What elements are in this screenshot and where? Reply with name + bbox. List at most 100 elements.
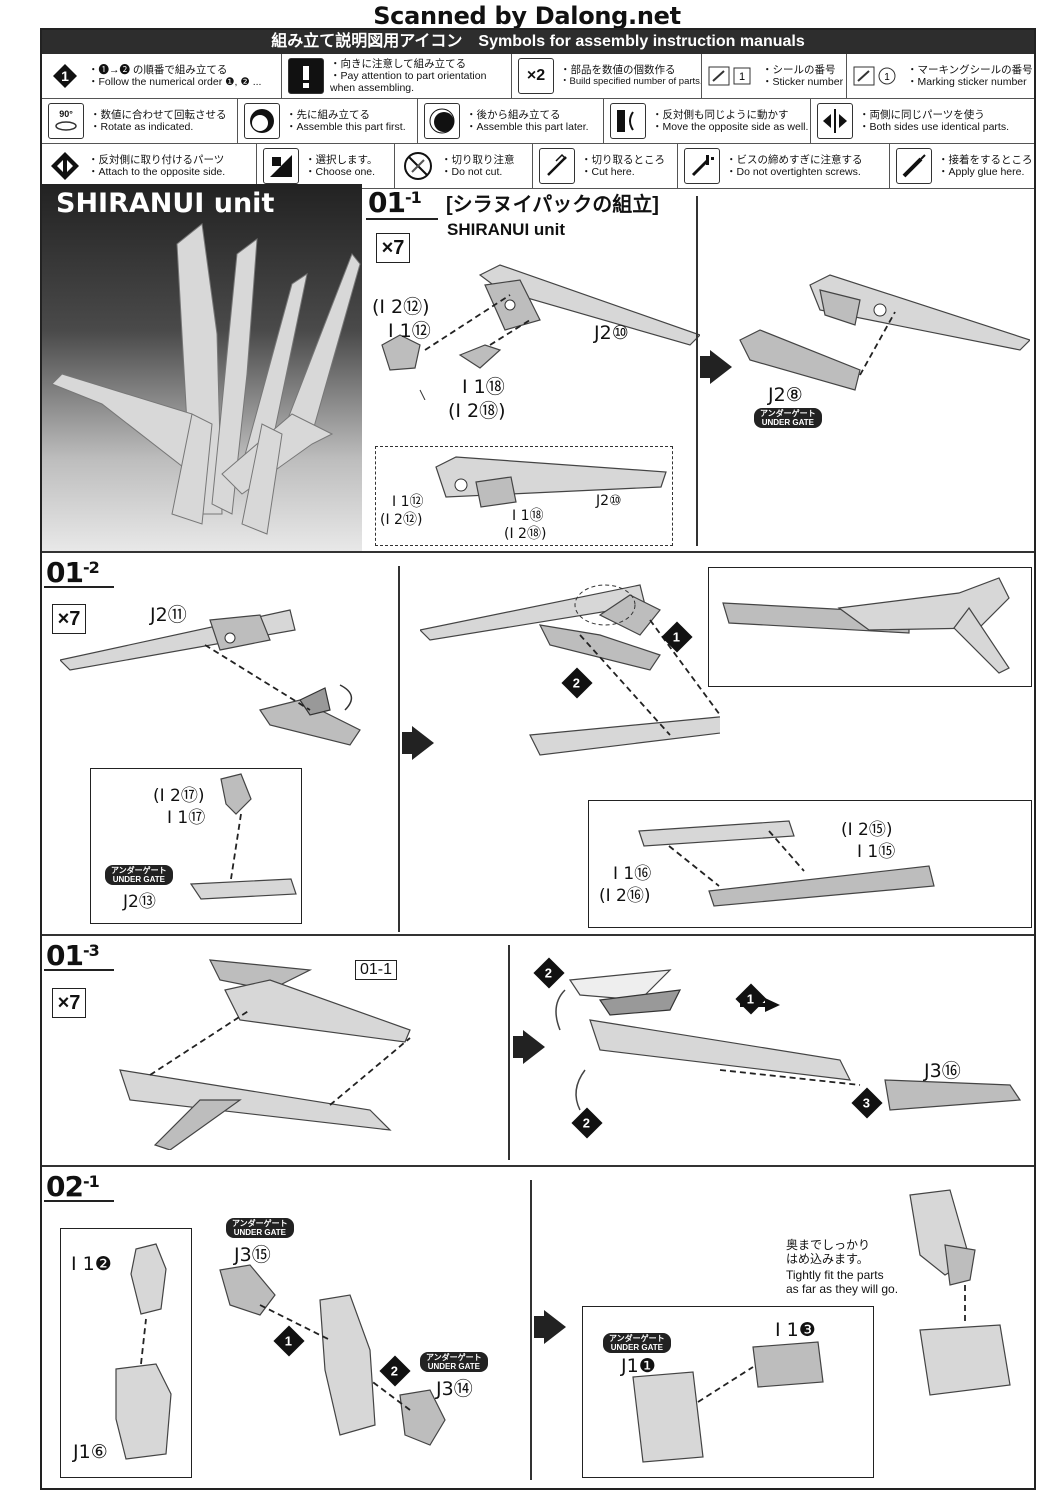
mirror-move-icon — [610, 103, 646, 139]
label-j314: J3⑭ — [436, 1378, 473, 1400]
legend-first: ・先に組み立てる・Assemble this part first. — [238, 99, 418, 143]
legend-later: ・後から組み立てる・Assemble this part later. — [418, 99, 604, 143]
legend-text-en: ・Build specified number of parts. — [560, 76, 702, 87]
legend-text-jp: ・ビスの締めすぎに注意する — [726, 154, 863, 166]
label-i217: (I 2⑰) — [153, 786, 205, 806]
legend-text-en: ・Apply glue here. — [938, 166, 1025, 178]
label-j213: J2⑬ — [123, 892, 156, 912]
section-divider — [42, 1165, 1034, 1167]
label-i12: I 1❷ — [71, 1253, 112, 1275]
cut-icon — [539, 148, 575, 184]
inset-diagram — [189, 773, 297, 900]
step-01-2-diagram — [60, 609, 361, 746]
label-j16: J1⑥ — [73, 1441, 108, 1463]
no-cut-icon — [401, 149, 435, 183]
page-frame — [40, 28, 1036, 1490]
next-arrow — [534, 1310, 566, 1344]
step-underline — [366, 218, 438, 220]
legend-text-jp: ・部品を数値の個数作る — [560, 64, 676, 76]
fit-note-en: Tightly fit the parts as far as they wil… — [786, 1268, 899, 1296]
label-j28: J2⑧ — [768, 384, 803, 406]
legend-both: ・両側に同じパーツを使う・Both sides use identical pa… — [811, 99, 1034, 143]
legend-grid: 1 ・❶→❷ の順番で組み立てる・Follow the numerical or… — [42, 54, 1034, 189]
legend-row-1: 1 ・❶→❷ の順番で組み立てる・Follow the numerical or… — [42, 54, 1034, 99]
hero-shiranui-unit-image — [51, 223, 361, 535]
legend-text-en: ・Sticker number — [762, 76, 844, 88]
step-01-1-title-jp: [シラヌイパックの組立] — [446, 194, 659, 216]
legend-text-jp: ・反対側も同じように動かす — [652, 109, 789, 121]
inset-label-j210: J2⑩ — [596, 493, 622, 509]
assemble-first-icon — [244, 103, 280, 139]
screw-icon — [684, 148, 720, 184]
legend-text-en: ・Assemble this part later. — [466, 121, 589, 133]
next-arrow — [700, 350, 732, 384]
legend-rotate: 90° ・数値に合わせて回転させる・Rotate as indicated. — [42, 99, 238, 143]
legend-text-en: ・Both sides use identical parts. — [859, 121, 1009, 133]
step-01-3-diagram — [119, 959, 411, 1150]
legend-title: 組み立て説明図用アイコン Symbols for assembly instru… — [42, 30, 1034, 54]
legend-text-jp: ・先に組み立てる — [286, 109, 370, 121]
rotate-icon: 90° — [48, 103, 84, 139]
step-01-1-count: ×7 — [376, 233, 410, 263]
legend-text-en: ・Marking sticker number — [907, 76, 1027, 88]
inset-label-i118: I 1⑱ — [512, 508, 544, 524]
legend-text-jp: ・シールの番号 — [762, 64, 836, 76]
result-diagram — [722, 577, 1010, 674]
legend-row-2: 90° ・数値に合わせて回転させる・Rotate as indicated. ・… — [42, 99, 1034, 144]
order-icon: 1 — [48, 59, 82, 93]
label-j211: J2⑪ — [150, 604, 187, 626]
legend-screw: ・ビスの締めすぎに注意する・Do not overtighten screws. — [678, 144, 890, 188]
next-arrow — [402, 726, 434, 760]
divider — [398, 566, 400, 932]
svg-text:1: 1 — [61, 68, 69, 84]
both-sides-icon — [817, 103, 853, 139]
svg-text:1: 1 — [739, 71, 745, 83]
section-divider — [42, 551, 1034, 553]
label-j316: J3⑯ — [924, 1060, 961, 1082]
step-02-1-tag: 02-1 — [46, 1170, 100, 1203]
legend-text-jp: ・数値に合わせて回転させる — [90, 109, 227, 121]
legend-text-en: ・Attach to the opposite side. — [88, 166, 226, 178]
legend-text-jp: ・後から組み立てる — [466, 109, 561, 121]
step-underline — [44, 969, 114, 971]
inset-label-i218: (I 2⑱) — [504, 526, 547, 542]
legend-text-jp: ・両側に同じパーツを使う — [859, 109, 985, 121]
legend-text-en: ・Move the opposite side as well. — [652, 121, 809, 133]
step-underline — [44, 586, 114, 588]
legend-text-en: ・Pay attention to part orientation when … — [330, 70, 487, 94]
legend-text-en: ・Follow the numerical order ❶, ❷ ... — [88, 76, 262, 88]
marking-sticker-icon: 1 — [853, 59, 901, 93]
step-underline — [44, 1200, 114, 1202]
legend-glue: ・接着をするところ・Apply glue here. — [890, 144, 1034, 188]
label-i115: I 1⑮ — [857, 842, 896, 862]
legend-opposite: ・反対側に取り付けるパーツ・Attach to the opposite sid… — [42, 144, 257, 188]
label-j210: J2⑩ — [594, 322, 629, 344]
legend-text-en: ・Do not cut. — [441, 166, 503, 178]
next-arrow — [513, 1030, 545, 1064]
legend-cut: ・切り取るところ・Cut here. — [533, 144, 678, 188]
inset-diagram — [435, 456, 667, 508]
assemble-later-icon — [424, 103, 460, 139]
label-i118: I 1⑱ — [462, 376, 505, 398]
label-i216: (I 2⑯) — [599, 886, 651, 906]
label-i117: I 1⑰ — [167, 808, 206, 828]
legend-text-jp: ・❶→❷ の順番で組み立てる — [88, 64, 228, 76]
legend-order: 1 ・❶→❷ の順番で組み立てる・Follow the numerical or… — [42, 54, 282, 98]
fit-note-jp: 奥までしっかり はめ込みます。 — [786, 1238, 871, 1266]
step-01-1-result-diagram — [739, 274, 1030, 391]
opposite-side-icon — [48, 149, 82, 183]
hero-label: SHIRANUI unit — [56, 188, 275, 219]
legend-text-jp: ・反対側に取り付けるパーツ — [88, 154, 225, 166]
section-divider — [42, 934, 1034, 936]
label-j315: J3⑮ — [234, 1244, 271, 1266]
legend-sticker: 1 ・シールの番号・Sticker number — [702, 54, 847, 98]
step-01-3-tag: 01-3 — [46, 939, 100, 972]
step-01-1-diagram — [381, 264, 700, 400]
choose-icon — [263, 148, 299, 184]
step-02-1-diagram — [219, 1264, 446, 1446]
